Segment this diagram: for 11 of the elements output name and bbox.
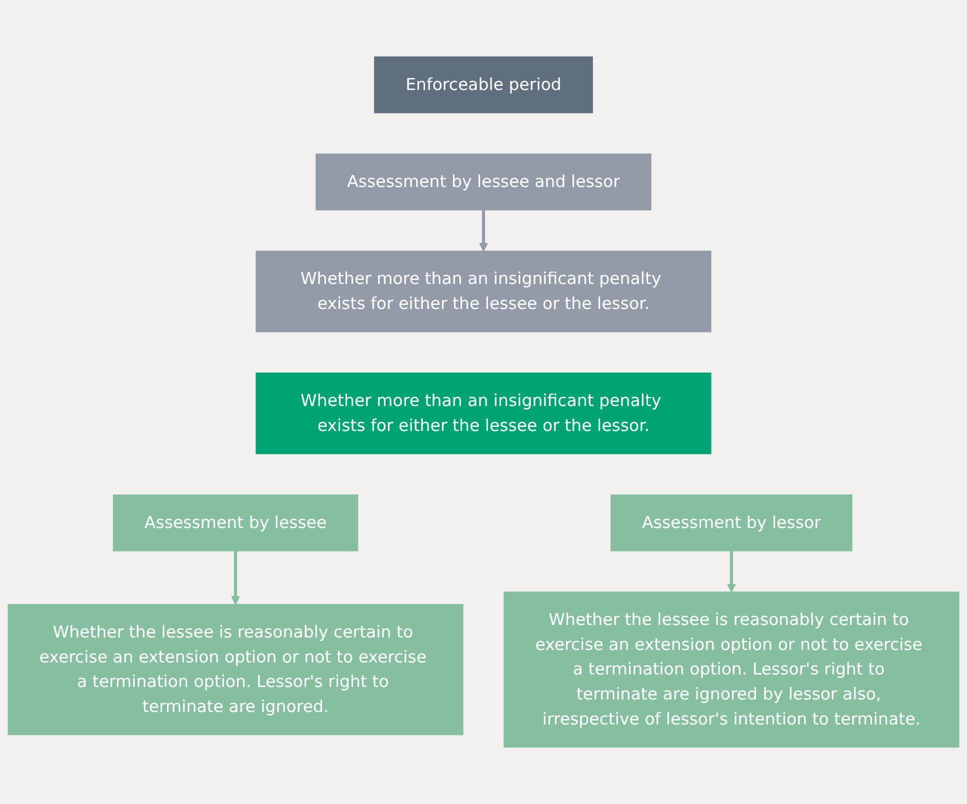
- node-box: Whether more than an insignificant penalty exists for either the lessee or the lessor.: [256, 250, 712, 332]
- arrow: [726, 550, 736, 592]
- node-box: Assessment by lessor: [610, 494, 852, 552]
- arrow: [231, 550, 240, 605]
- node-box: Whether the lessee is reasonably certain to exercise an extension option or not to exercise a termination option. Lessor's right to terminate are ignored.: [8, 604, 464, 736]
- node-box: Enforceable period: [374, 56, 593, 114]
- node-box: Whether the lessee is reasonably certain to exercise an extension option or not to exercise a termination option. Lessor's right to terminate are ignored by lessor also, irrespective of lessor's intention to terminate.: [504, 592, 960, 748]
- arrow: [478, 210, 488, 252]
- node-box: Whether more than an insignificant penalty exists for either the lessee or the lessor.: [256, 372, 712, 454]
- node-box: Assessment by lessee: [112, 494, 358, 552]
- node-box: Assessment by lessee and lessor: [316, 154, 652, 210]
